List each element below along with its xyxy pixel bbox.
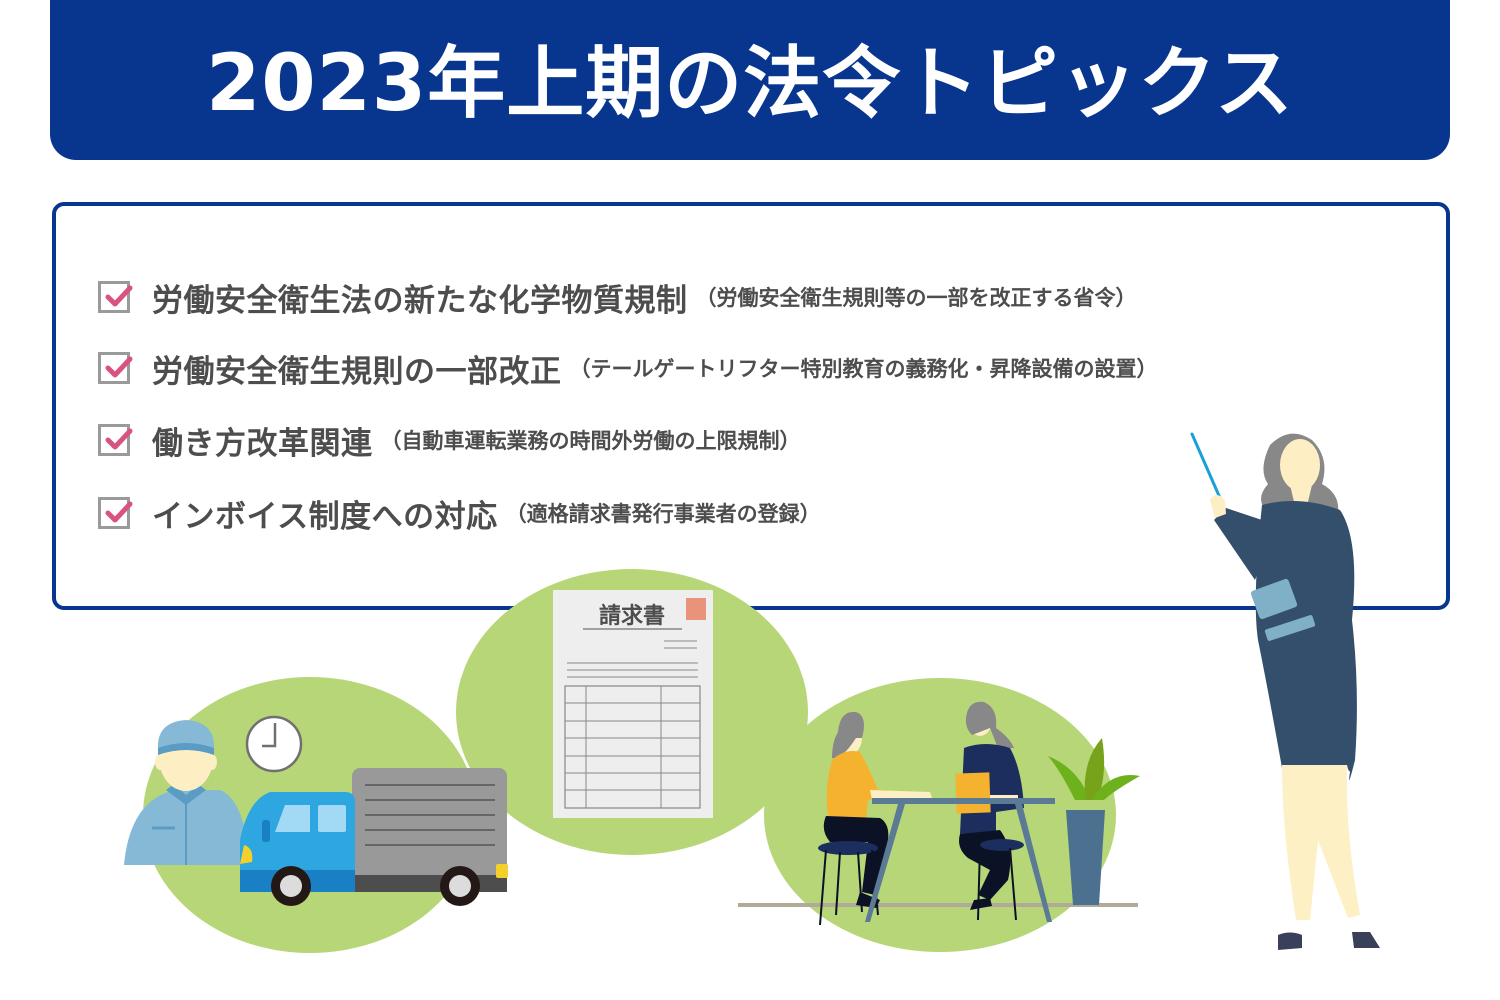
checkbox-checked-icon [98,352,133,384]
pointer-stick-icon [1190,432,1222,500]
topic-detail: （自動車運転業務の時間外労働の上限規制） [380,429,801,453]
topic-detail: （適格請求書発行事業者の登録） [505,502,821,526]
topic-title: インボイス制度への対応 [152,498,498,535]
worker-icon [124,720,250,865]
checkbox-checked-icon [98,497,133,529]
topic-title: 労働安全衛生法の新たな化学物質規制 [152,282,688,319]
header-banner: 2023年上期の法令トピックス [50,0,1450,160]
truck-icon [240,768,508,906]
checkbox-checked-icon [98,281,133,313]
topic-detail: （テールゲートリフター特別教育の義務化・昇降設備の設置） [569,357,1158,381]
checkbox-checked-icon [98,424,133,456]
green-blob-right [764,678,1116,952]
topic-item: 働き方改革関連 （自動車運転業務の時間外労働の上限規制） [98,420,801,462]
meeting-scene [738,701,1140,926]
topic-title: 労働安全衛生規則の一部改正 [152,353,562,390]
invoice-document-icon: 請求書 [553,590,713,818]
clock-icon [245,715,303,773]
topic-item: 労働安全衛生法の新たな化学物質規制 （労働安全衛生規則等の一部を改正する省令） [98,277,1137,319]
topic-item: 労働安全衛生規則の一部改正 （テールゲートリフター特別教育の義務化・昇降設備の設… [98,348,1158,390]
topic-detail: （労働安全衛生規則等の一部を改正する省令） [695,286,1137,310]
presenter-woman-icon [1190,432,1380,950]
topic-title: 働き方改革関連 [152,425,373,462]
topic-item: インボイス制度への対応 （適格請求書発行事業者の登録） [98,493,821,535]
invoice-title: 請求書 [599,603,665,629]
topics-panel [52,202,1450,610]
page-title: 2023年上期の法令トピックス [206,39,1294,129]
